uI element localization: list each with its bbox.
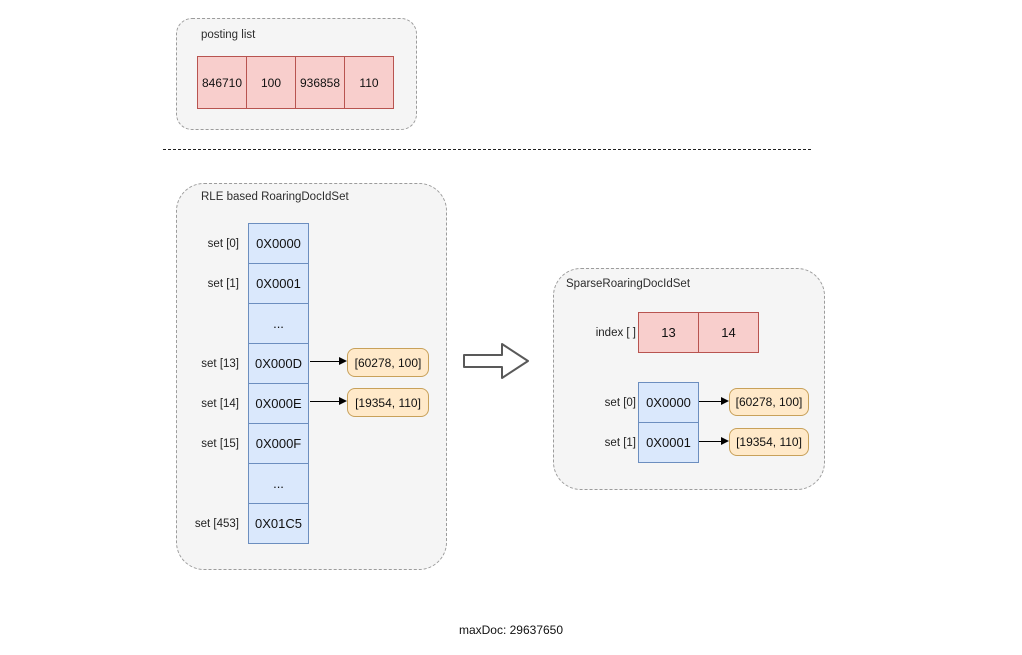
rle-row-label: set [1] [207,277,239,290]
sparse-set-cell: 0X0001 [638,422,699,463]
rle-pointer-badge: [19354, 110] [347,388,429,417]
pointer-arrow-icon [721,397,729,405]
transform-arrow-icon [463,343,529,379]
rle-row-label: set [14] [201,397,239,410]
sparse-pointer-badge: [60278, 100] [729,388,809,416]
section-divider [163,149,811,150]
rle-set-cell: 0X000D [248,343,309,384]
sparse-set-title: SparseRoaringDocIdSet [566,278,691,290]
rle-set-cell: ... [248,303,309,344]
rle-row-label: set [0] [207,237,239,250]
pointer-arrow-icon [339,357,347,365]
sparse-row-label: set [1] [604,436,636,449]
sparse-index-table: 13 14 [638,312,759,353]
rle-set-cell: 0X0001 [248,263,309,304]
sparse-pointer-badge: [19354, 110] [729,428,809,456]
sparse-row-label: set [0] [604,396,636,409]
posting-list-cell: 846710 [197,56,247,109]
pointer-arrow-line [310,361,339,362]
rle-set-cell: ... [248,463,309,504]
posting-list-cell: 110 [344,56,394,109]
rle-pointer-badge: [60278, 100] [347,348,429,377]
posting-list-cell: 100 [246,56,296,109]
rle-row-label: set [453] [194,517,239,530]
posting-list-table: 846710 100 936858 110 [197,56,394,109]
rle-set-cell: 0X0000 [248,223,309,264]
pointer-arrow-icon [339,397,347,405]
rle-row-label: set [13] [201,357,239,370]
maxdoc-label: maxDoc: 29637650 [458,623,564,637]
pointer-arrow-icon [721,437,729,445]
posting-list-title: posting list [201,29,256,41]
pointer-arrow-line [699,401,721,402]
sparse-index-label: index [ ] [595,326,636,339]
rle-set-cell: 0X000E [248,383,309,424]
sparse-index-cell: 14 [698,312,759,353]
posting-list-container: posting list 846710 100 936858 110 [176,18,417,130]
rle-row-label: set [15] [201,437,239,450]
rle-set-cell: 0X01C5 [248,503,309,544]
posting-list-cell: 936858 [295,56,345,109]
rle-set-container: RLE based RoaringDocIdSet set [0] set [1… [176,183,447,570]
sparse-set-cell: 0X0000 [638,382,699,423]
pointer-arrow-line [699,441,721,442]
pointer-arrow-line [310,401,339,402]
rle-set-title: RLE based RoaringDocIdSet [201,191,349,203]
sparse-set-container: SparseRoaringDocIdSet index [ ] 13 14 se… [553,268,825,490]
sparse-index-cell: 13 [638,312,699,353]
rle-set-cell: 0X000F [248,423,309,464]
